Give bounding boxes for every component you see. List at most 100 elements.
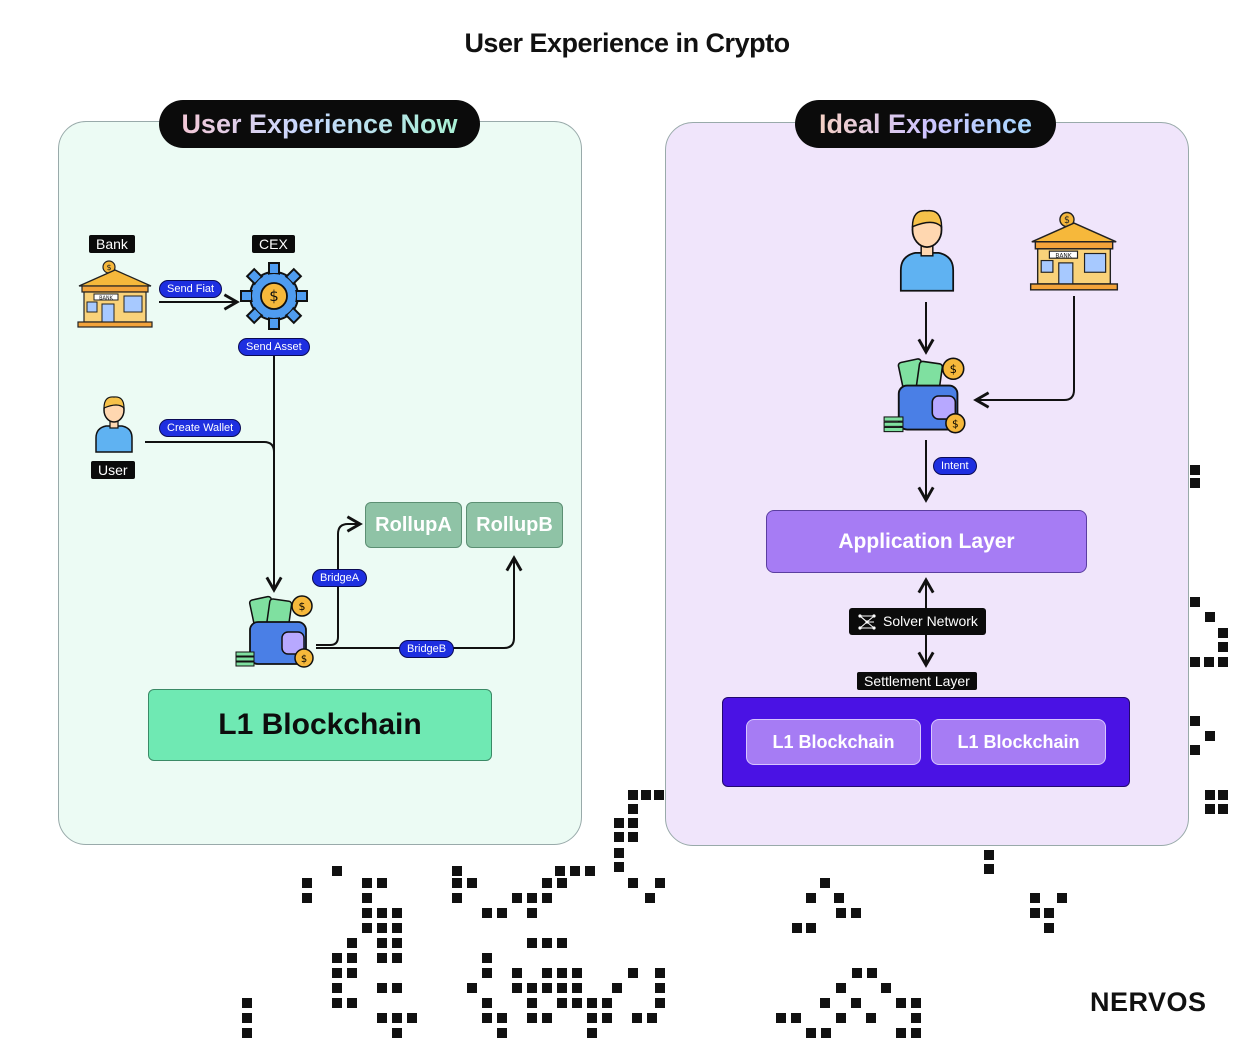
user-icon: [95, 396, 133, 453]
application-layer-box: Application Layer: [766, 510, 1087, 573]
pixel-block: [332, 983, 342, 993]
pixel-block: [542, 893, 552, 903]
pixel-block: [1205, 804, 1215, 814]
pixel-block: [527, 893, 537, 903]
bank-icon: $ BANK: [77, 260, 153, 328]
pixel-block: [1218, 804, 1228, 814]
pixel-block: [836, 983, 846, 993]
user-label: User: [91, 461, 135, 479]
pixel-block: [482, 968, 492, 978]
pixel-block: [836, 908, 846, 918]
solver-network-label: Solver Network: [849, 608, 986, 635]
pixel-block: [302, 878, 312, 888]
pixel-block: [1190, 745, 1200, 755]
pixel-block: [557, 983, 567, 993]
pixel-block: [362, 908, 372, 918]
pixel-block: [557, 968, 567, 978]
pixel-block: [392, 983, 402, 993]
pixel-block: [452, 866, 462, 876]
svg-text:BANK: BANK: [99, 296, 114, 302]
pixel-block: [572, 968, 582, 978]
pixel-block: [332, 968, 342, 978]
pixel-block: [362, 923, 372, 933]
network-icon: [858, 613, 876, 630]
svg-text:$: $: [950, 362, 957, 376]
pixel-block: [602, 1013, 612, 1023]
pixel-block: [482, 998, 492, 1008]
create-wallet-chip: Create Wallet: [159, 419, 242, 437]
pixel-block: [557, 878, 567, 888]
pixel-block: [347, 938, 357, 948]
pixel-block: [570, 866, 580, 876]
l1-blockchain-box-b: L1 Blockchain: [931, 719, 1106, 765]
pixel-block: [497, 1028, 507, 1038]
pixel-block: [984, 850, 994, 860]
svg-text:BANK: BANK: [1055, 254, 1071, 260]
pixel-block: [655, 983, 665, 993]
pixel-block: [792, 923, 802, 933]
settlement-layer-label: Settlement Layer: [857, 672, 977, 690]
wallet-icon: $ $: [883, 357, 966, 434]
pixel-block: [1190, 465, 1200, 475]
pixel-block: [377, 878, 387, 888]
pixel-block: [527, 998, 537, 1008]
pixel-block: [1205, 790, 1215, 800]
intent-chip: Intent: [933, 457, 977, 475]
pixel-block: [527, 908, 537, 918]
pixel-block: [407, 1013, 417, 1023]
pixel-block: [867, 968, 877, 978]
pixel-block: [820, 878, 830, 888]
pixel-block: [542, 938, 552, 948]
bank-icon: $ BANK: [1029, 211, 1119, 291]
l1-blockchain-box-a: L1 Blockchain: [746, 719, 921, 765]
bank-label: Bank: [89, 235, 135, 253]
pixel-block: [834, 893, 844, 903]
pixel-block: [557, 938, 567, 948]
pixel-block: [1218, 642, 1228, 652]
pixel-block: [1030, 908, 1040, 918]
pixel-block: [377, 923, 387, 933]
svg-text:$: $: [299, 600, 306, 613]
bridge-a-chip: BridgeA: [312, 569, 368, 587]
pixel-block: [332, 953, 342, 963]
pixel-block: [392, 938, 402, 948]
pixel-block: [392, 953, 402, 963]
rollup-b-box: RollupB: [466, 502, 563, 548]
pixel-block: [332, 998, 342, 1008]
pixel-block: [542, 983, 552, 993]
pixel-block: [984, 864, 994, 874]
pixel-block: [587, 1013, 597, 1023]
pixel-block: [911, 1028, 921, 1038]
pixel-block: [542, 878, 552, 888]
pixel-block: [362, 878, 372, 888]
pixel-block: [896, 1028, 906, 1038]
send-asset-chip: Send Asset: [238, 338, 310, 356]
svg-text:$: $: [1064, 215, 1070, 226]
pixel-block: [614, 832, 624, 842]
pixel-block: [881, 983, 891, 993]
pixel-block: [542, 968, 552, 978]
svg-text:$: $: [269, 287, 279, 305]
svg-text:$: $: [106, 263, 111, 272]
pixel-block: [1190, 657, 1200, 667]
pixel-block: [572, 998, 582, 1008]
cex-label: CEX: [252, 235, 295, 253]
pixel-block: [587, 998, 597, 1008]
diagram-title: User Experience in Crypto: [464, 28, 790, 58]
pixel-block: [392, 923, 402, 933]
pixel-block: [377, 938, 387, 948]
pixel-block: [806, 923, 816, 933]
pixel-block: [851, 908, 861, 918]
pixel-block: [467, 878, 477, 888]
pixel-block: [655, 878, 665, 888]
pixel-block: [452, 893, 462, 903]
pixel-block: [628, 818, 638, 828]
pixel-block: [628, 878, 638, 888]
pixel-block: [482, 953, 492, 963]
pixel-block: [1190, 716, 1200, 726]
pixel-block: [377, 983, 387, 993]
pixel-block: [392, 908, 402, 918]
pixel-block: [791, 1013, 801, 1023]
